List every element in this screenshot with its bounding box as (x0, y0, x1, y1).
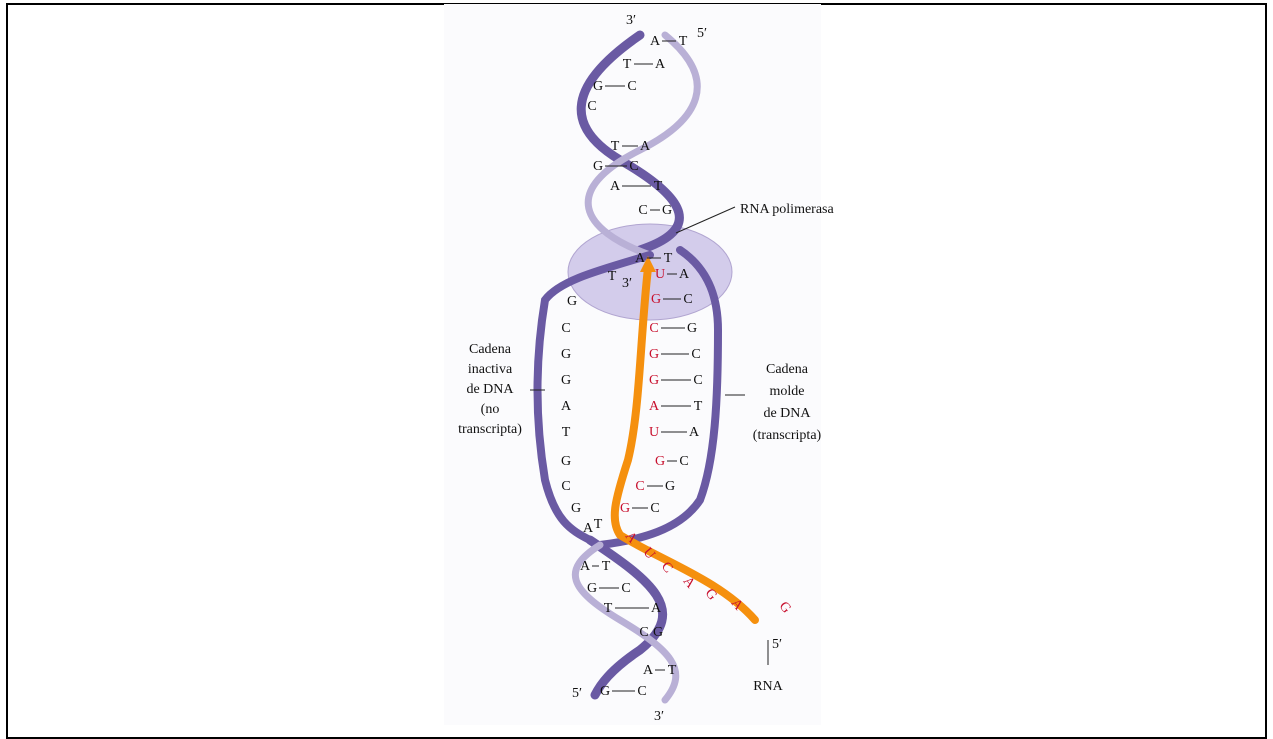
base-letter: T (562, 425, 571, 440)
base-letter: A (583, 521, 594, 536)
base-letter: G (593, 159, 603, 174)
base-letter: G (561, 454, 571, 469)
end-bottom-right: 3′ (654, 709, 664, 724)
base-letter: G (587, 581, 597, 596)
base-letter: C (650, 501, 659, 516)
base-letter: T (608, 269, 617, 284)
base-letter: T (623, 57, 632, 72)
inactive-label-line: inactiva (468, 362, 513, 377)
inactive-label-line: (no (481, 402, 500, 417)
rna-3prime-end: 3′ (622, 276, 632, 291)
rna-base-letter: G (649, 373, 659, 388)
end-bottom-left: 5′ (572, 686, 582, 701)
polymerase-pointer (676, 207, 735, 233)
base-letter: G (600, 684, 610, 699)
base-letter: T (604, 601, 613, 616)
base-letter: A (650, 34, 661, 49)
base-letter: A (679, 267, 690, 282)
base-letter: G (567, 294, 577, 309)
base-letter: C (638, 203, 647, 218)
base-letter: T (594, 517, 603, 532)
base-letter: T (611, 139, 620, 154)
base-letter: T (679, 34, 688, 49)
base-letter: T (654, 179, 663, 194)
base-letter: A (610, 179, 621, 194)
end-top-right: 5′ (697, 26, 707, 41)
base-letter: C (587, 99, 596, 114)
base-letter: G (687, 321, 697, 336)
base-letter: G (571, 501, 581, 516)
base-letter: G (662, 203, 672, 218)
rna-base-letter: G (649, 347, 659, 362)
base-letter: G (665, 479, 675, 494)
rna-polymerase-label: RNA polimerasa (740, 202, 834, 217)
base-letter: C (683, 292, 692, 307)
base-letter: C (691, 347, 700, 362)
template-label-line: molde (770, 384, 805, 399)
base-letter: C (693, 373, 702, 388)
base-letter: T (664, 251, 673, 266)
rna-base-letter: C (658, 559, 675, 576)
base-letter: G (653, 625, 663, 640)
rna-base-letter: G (655, 454, 665, 469)
base-letter: C (561, 321, 570, 336)
base-letter: A (635, 251, 646, 266)
template-label-line: de DNA (763, 406, 811, 421)
rna-base-letter: C (635, 479, 644, 494)
rna-base-letter: U (655, 267, 665, 282)
base-letter: C (627, 79, 636, 94)
rna-base-letter: G (651, 292, 661, 307)
rna-base-letter: C (649, 321, 658, 336)
inactive-label-line: de DNA (466, 382, 514, 397)
base-letter: A (655, 57, 666, 72)
base-letter: C (679, 454, 688, 469)
rna-base-letter: A (649, 399, 660, 414)
rna-base-letter: G (776, 599, 794, 616)
template-label-line: Cadena (766, 362, 809, 377)
base-letter: C (639, 625, 648, 640)
rna-base-letter: G (620, 501, 630, 516)
base-letter: T (668, 663, 677, 678)
base-letter: G (593, 79, 603, 94)
base-letter: C (621, 581, 630, 596)
inactive-label-line: Cadena (469, 342, 512, 357)
rna-label: RNA (753, 679, 783, 694)
base-letter: T (694, 399, 703, 414)
end-top-left: 3′ (626, 13, 636, 28)
base-letter: A (689, 425, 700, 440)
rna-5prime-end: 5′ (772, 637, 782, 652)
base-letter: A (643, 663, 654, 678)
rna-base-letter: U (649, 425, 659, 440)
base-letter: T (602, 559, 611, 574)
base-letter: C (629, 159, 638, 174)
base-letter: A (580, 559, 591, 574)
base-letter: G (561, 373, 571, 388)
inactive-label-line: transcripta) (458, 422, 522, 437)
template-strand-label: Cadena molde de DNA (transcripta) (753, 362, 822, 443)
base-letter: A (561, 399, 572, 414)
base-letter: C (637, 684, 646, 699)
template-label-line: (transcripta) (753, 428, 822, 443)
inactive-strand-label: Cadena inactiva de DNA (no transcripta) (458, 342, 522, 437)
base-letter: G (561, 347, 571, 362)
base-letter: A (640, 139, 651, 154)
base-letter: A (651, 601, 662, 616)
base-letter: C (561, 479, 570, 494)
